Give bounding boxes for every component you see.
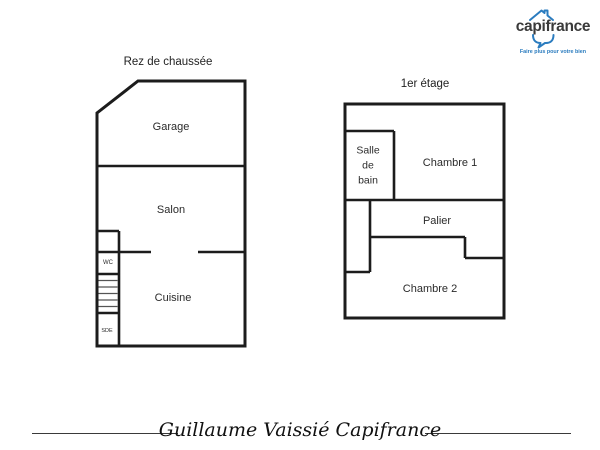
capifrance-logo: capifrance Faire plus pour votre bien xyxy=(516,9,591,55)
first-floor-inner-walls xyxy=(345,129,504,274)
brand-name: capifrance xyxy=(516,18,591,35)
first-floor-title: 1er étage xyxy=(400,78,450,90)
room-label-salon: Salon xyxy=(156,204,186,216)
signature-divider-right xyxy=(425,433,571,434)
room-label-chambre-2: Chambre 2 xyxy=(402,283,458,295)
brand-tagline: Faire plus pour votre bien xyxy=(520,49,586,55)
room-label-salle-de-bain-line1: Salle xyxy=(356,144,380,157)
room-label-salle-de-bain-line3: bain xyxy=(358,174,378,187)
room-label-palier: Palier xyxy=(422,215,452,227)
speech-bubble-icon xyxy=(532,34,555,49)
ground-floor-inner-walls xyxy=(97,164,245,346)
house-roof-icon xyxy=(529,9,554,21)
room-label-chambre-1: Chambre 1 xyxy=(422,157,478,169)
staircase-steps-icon xyxy=(98,279,118,308)
room-label-salle-de-bain: Salle de bain xyxy=(356,144,379,189)
ground-floor-title: Rez de chaussée xyxy=(123,56,213,68)
ground-floor-outline xyxy=(95,79,247,348)
room-label-cuisine: Cuisine xyxy=(154,292,192,304)
room-label-garage: Garage xyxy=(152,121,190,133)
first-floor-outline xyxy=(343,102,506,320)
room-label-salle-de-bain-line2: de xyxy=(362,159,374,172)
agent-signature: Guillaume Vaissié Capifrance xyxy=(158,419,442,441)
signature-divider-left xyxy=(32,433,178,434)
room-label-wc: WC xyxy=(103,260,113,266)
room-label-sde: SDE xyxy=(101,328,113,334)
